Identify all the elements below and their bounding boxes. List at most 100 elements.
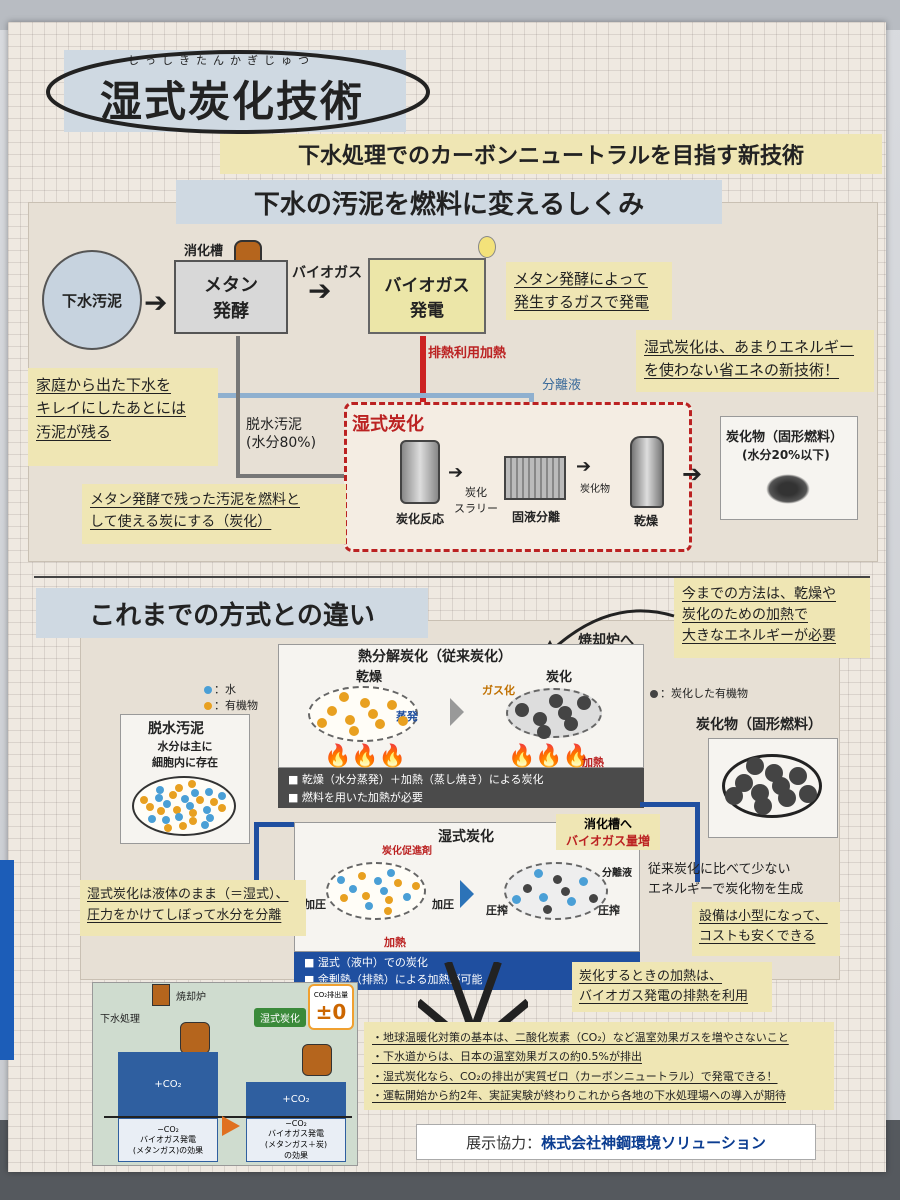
wet-particle (394, 879, 403, 888)
pyro-footer-2: ■ 燃料を用いた加熱が必要 (288, 790, 423, 804)
wet-carbon-particle (553, 874, 563, 884)
sludge-particle (191, 788, 200, 797)
wet-particle (383, 906, 392, 915)
wet-particle (402, 893, 411, 902)
product-label: 炭化物（固形燃料） (726, 430, 844, 445)
legend-water-dot (204, 686, 212, 694)
carbon-particle (515, 703, 530, 718)
sludge-particle (205, 813, 214, 822)
methane-label: メタン 発酵 (204, 275, 258, 322)
co2-badge-label: CO₂排出量 (313, 991, 349, 999)
minus-co2-2: −CO₂ (285, 1119, 307, 1128)
sewage-sludge-circle: 下水汚泥 (42, 250, 142, 350)
organic-particle (374, 719, 385, 730)
dewatered-line-h (236, 474, 386, 478)
organic-particle (348, 726, 359, 737)
sludge-particle (178, 822, 187, 831)
effect-1: バイオガス発電 (メタンガス)の効果 (132, 1134, 204, 1155)
organic-particle (327, 706, 338, 717)
biogas-increase-tag: 消化槽へ バイオガス量増 (556, 814, 660, 850)
arrow-carbide: ➔ (576, 456, 592, 477)
bullet-1: ・地球温暖化対策の基本は、二酸化炭素（CO₂）など温室効果ガスを増やさないこと (372, 1031, 789, 1044)
methane-box: メタン 発酵 (174, 260, 288, 334)
legend-organic-dot (204, 702, 212, 710)
wet-carbon-particle (512, 895, 522, 905)
biogas-arrow-label: バイオガス (292, 265, 362, 281)
effect-2: バイオガス発電 (メタンガス＋炭) の効果 (264, 1129, 328, 1160)
carb-reaction-label: 炭化反応 (396, 512, 445, 526)
product-carbon-particle (778, 788, 797, 807)
drying-oval (308, 686, 418, 742)
wet-particle (340, 894, 349, 903)
sludge-particle (162, 800, 171, 809)
wet-carb-pill: 湿式炭化 (254, 1008, 306, 1027)
carbon-particle (564, 717, 579, 732)
bullet-3: ・湿式炭化なら、CO₂の排出が実質ゼロ（カーボンニュートラル）で発電できる！ (372, 1069, 778, 1083)
reactor-icon (400, 440, 440, 504)
gray-chevron (450, 698, 464, 726)
sewage-treatment-label: 下水処理 (100, 1014, 140, 1025)
carbon-particle (537, 724, 552, 739)
note-small: 設備は小型になって、 コストも安くできる (692, 902, 840, 956)
co2-bar-1-label: +CO₂ (154, 1078, 182, 1090)
organic-particle (398, 715, 409, 726)
section-divider (34, 576, 870, 578)
heating-label-1: 加熱 (582, 756, 604, 769)
catalyst-label: 炭化促進剤 (382, 846, 432, 857)
sludge-particle (218, 791, 227, 800)
flame-icons-carb: 🔥🔥🔥 (508, 744, 591, 769)
arrow-to-methane: ➔ (144, 286, 168, 319)
product-ring (722, 754, 822, 818)
note-heat: 炭化するときの加熱は、 バイオガス発電の排熱を利用 (572, 962, 772, 1012)
product-label-2: 炭化物（固形燃料） (696, 717, 822, 733)
blue-chevron (460, 880, 474, 908)
return-line (204, 368, 534, 398)
wet-carbon-particle (578, 877, 588, 887)
dewatered-note: 水分は主に 細胞内に存在 (152, 740, 218, 769)
wet-carbon-particle (561, 886, 571, 896)
blue-route-line (254, 822, 294, 882)
wet-carbon-particle (542, 904, 552, 914)
wet-footer-1: ■ 湿式（液中）での炭化 (304, 956, 428, 969)
wet-particle (357, 871, 366, 880)
left-display-edge (0, 860, 14, 1060)
sludge-particle (145, 803, 154, 812)
digester-label: 消化槽 (184, 244, 224, 259)
sludge-particle (155, 786, 164, 795)
pressure-left: 加圧 (304, 898, 326, 911)
co2-bar-2: +CO₂ (246, 1082, 346, 1116)
dewatered-label: 脱水汚泥 (水分80%) (246, 417, 317, 452)
sludge-particle (156, 807, 165, 816)
dewatered-title: 脱水汚泥 (148, 721, 204, 737)
product-carbon-particle (754, 796, 773, 815)
drying-title: 乾燥 (356, 670, 383, 685)
dewatered-line (236, 336, 240, 476)
co2-bar-2-label: +CO₂ (282, 1093, 310, 1105)
pyrolysis-title: 熱分解炭化（従来炭化） (358, 649, 512, 665)
sludge-particle (201, 821, 210, 830)
digester-icon-2 (302, 1044, 332, 1076)
bullet-4: ・運転開始から約2年、実証実験が終わりこれから各地の下水処理場への導入が期待 (372, 1088, 786, 1102)
wet-particle (379, 887, 388, 895)
wet-particle (384, 896, 393, 905)
compression-right: 圧搾 (598, 904, 620, 917)
sludge-particle (209, 798, 218, 807)
page-title: 湿式炭化技術 (100, 77, 365, 126)
bullet-box: ・地球温暖化対策の基本は、二酸化炭素（CO₂）など温室効果ガスを増やさないこと … (364, 1022, 834, 1110)
organic-particle (368, 709, 379, 719)
biogas-power-box: バイオガス 発電 (368, 258, 486, 334)
carbon-particle (549, 694, 564, 709)
credit-box: 展示協力： 株式会社神鋼環境ソリューション (416, 1124, 816, 1160)
wet-carbon-particle (522, 883, 532, 893)
carbon-particle (533, 712, 548, 727)
organic-particle (344, 714, 355, 725)
gasification-label: ガス化 (482, 684, 515, 697)
sludge-particle (187, 780, 196, 789)
carbon-particle (557, 706, 572, 720)
note-wet-carbonization: 湿式炭化は、あまりエネルギー を使わない省エネの新技術！ (636, 330, 874, 392)
sludge-particle (189, 808, 198, 817)
credit-company: 株式会社神鋼環境ソリューション (541, 1133, 766, 1152)
product-water-label: (水分20%以下) (742, 448, 830, 462)
incinerator-label-3: 焼却炉 (176, 992, 206, 1003)
sludge-particle (202, 806, 211, 815)
